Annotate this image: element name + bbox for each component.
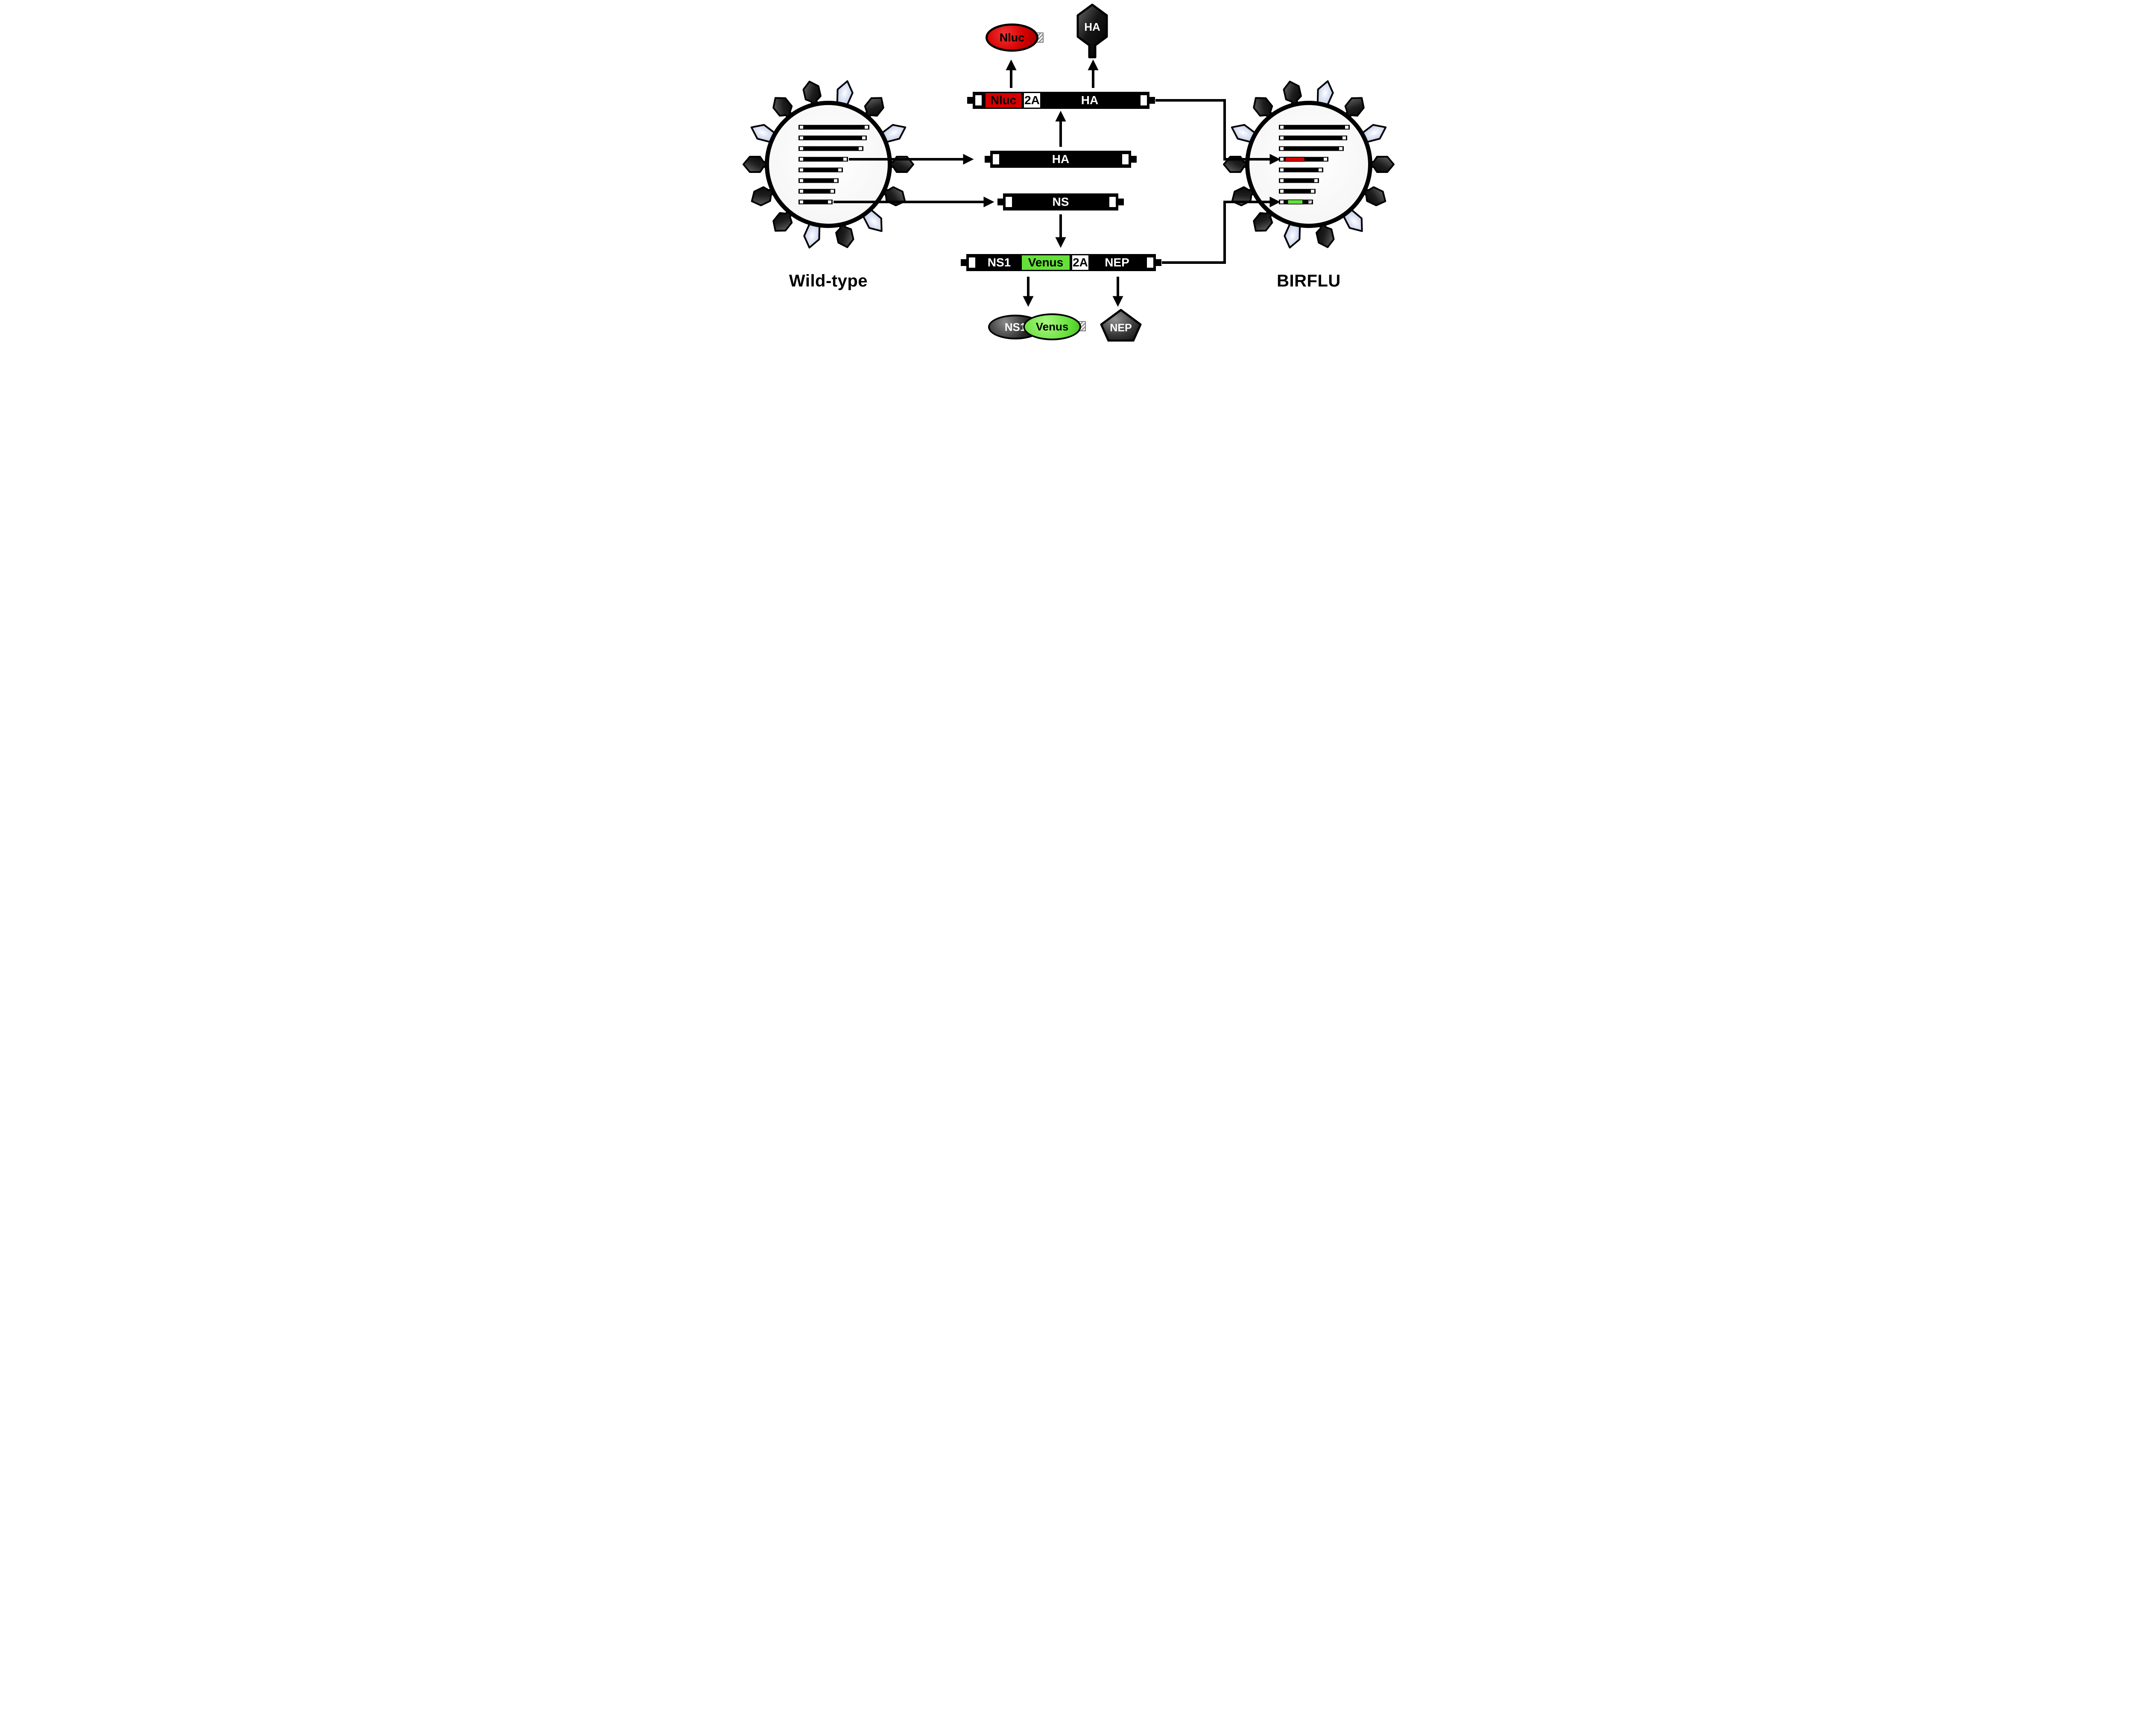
virion-body (1245, 101, 1372, 228)
segment-end-nub (1131, 156, 1137, 163)
tag-hatch-cap (1308, 200, 1312, 204)
ha-spike-shape (1076, 3, 1108, 58)
wild-type-virion (743, 80, 914, 248)
ha-section: HA (1081, 94, 1099, 107)
ns1-venus-2a-nep-gene-segment: NS1 Venus 2A NEP (961, 254, 1161, 271)
nep-protein: NEP (1100, 309, 1142, 342)
segment-cap (800, 179, 803, 182)
rna-segment (798, 167, 843, 172)
nluc-section: Nluc (984, 92, 1023, 109)
segment-cap (975, 95, 982, 105)
p2a-section: 2A (1023, 92, 1041, 109)
ns-gene-segment: NS (997, 193, 1124, 210)
nluc-2a-ha-gene-segment: Nluc 2A HA (967, 92, 1155, 109)
segment-end-nub (1156, 259, 1161, 266)
rna-segment (1279, 178, 1319, 183)
segment-end-nub (997, 199, 1003, 205)
rna-segment (798, 146, 863, 151)
segment-cap (1280, 168, 1284, 172)
segment-cap (838, 168, 842, 172)
segment-cap (1339, 147, 1342, 150)
segment-end-nub (1149, 97, 1155, 104)
segment-cap (800, 168, 803, 172)
segment-cap (1345, 126, 1348, 129)
segment-cap (865, 126, 868, 129)
segment-cap (1280, 200, 1284, 204)
ha-protein-label: HA (1084, 20, 1100, 33)
segment-end-nub (967, 97, 973, 104)
ha-protein: HA (1076, 3, 1108, 58)
ha-segment-label: HA (1052, 152, 1070, 166)
figure-canvas: Wild-type BIRFLU HA NS Nluc 2A HA (734, 0, 1401, 342)
nluc-insert (1285, 157, 1305, 162)
ha-gene-segment: HA (985, 151, 1137, 168)
nep-pentagon-shape (1100, 309, 1142, 342)
segment-cap (1324, 158, 1327, 161)
venus-protein: Venus (1023, 313, 1081, 340)
segment-cap (1280, 147, 1284, 150)
rna-segment (798, 135, 867, 140)
segment-cap (828, 200, 831, 204)
segment-cap (1147, 257, 1153, 268)
segment-cap (831, 190, 834, 193)
ns1-section: NS1 (987, 256, 1011, 269)
segment-cap (800, 200, 803, 204)
rna-segment (798, 125, 869, 130)
segment-end-nub (1118, 199, 1124, 205)
segment-cap (1280, 179, 1284, 182)
segment-cap (1141, 95, 1147, 105)
birflu-label: BIRFLU (1277, 272, 1341, 290)
nep-section: NEP (1105, 256, 1129, 269)
segment-cap (1314, 179, 1318, 182)
segment-cap (1311, 190, 1314, 193)
segment-cap (1006, 197, 1012, 207)
birflu-virion (1223, 80, 1395, 248)
rna-segment (1279, 146, 1344, 151)
segment-cap (1280, 158, 1284, 161)
segment-cap (1122, 154, 1129, 164)
segment-cap (1109, 197, 1116, 207)
segment-cap (800, 147, 803, 150)
p2a-section: 2A (1071, 254, 1090, 271)
rna-segment (798, 189, 835, 194)
venus-insert (1287, 199, 1303, 205)
nep-protein-label: NEP (1110, 322, 1132, 334)
segment-cap (862, 136, 866, 140)
nluc-protein: Nluc (986, 23, 1038, 52)
segment-cap (1319, 168, 1322, 172)
segment-cap (969, 257, 975, 268)
segment-cap (843, 158, 847, 161)
segment-cap (993, 154, 999, 164)
segment-end-nub (985, 156, 990, 163)
segment-cap (800, 190, 803, 193)
wild-type-label: Wild-type (789, 272, 868, 290)
segment-cap (1280, 126, 1284, 129)
segment-cap (800, 158, 803, 161)
rna-segment (798, 157, 848, 162)
segment-cap (800, 126, 803, 129)
segment-cap (1342, 136, 1346, 140)
rna-segment (1279, 167, 1323, 172)
segment-cap (834, 179, 837, 182)
segment-end-nub (961, 259, 966, 266)
ns-segment-label: NS (1052, 195, 1069, 208)
rna-segment (1279, 189, 1316, 194)
segment-cap (1280, 136, 1284, 140)
rna-segment (1279, 135, 1347, 140)
virion-body (765, 101, 892, 228)
rna-segment (1279, 125, 1350, 130)
venus-section: Venus (1021, 254, 1071, 271)
rna-segment (798, 178, 839, 183)
rna-segment (798, 199, 833, 205)
segment-cap (1280, 190, 1284, 193)
segment-cap (859, 147, 862, 150)
segment-cap (800, 136, 803, 140)
